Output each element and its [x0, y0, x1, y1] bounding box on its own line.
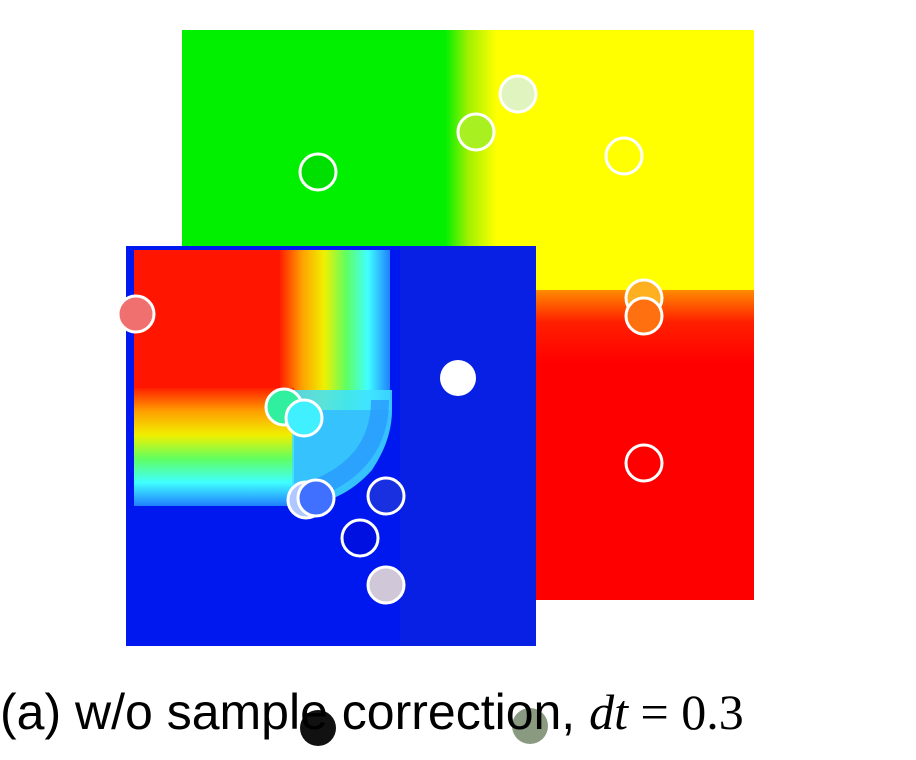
front-square-blue-shade: [400, 246, 536, 646]
marker-dark-blue: [340, 518, 380, 558]
marker-black: [300, 710, 336, 746]
top-square-red: [530, 284, 754, 600]
front-square-red-corner: [134, 250, 284, 390]
markers-layer: [116, 74, 664, 746]
marker-pink: [116, 294, 156, 334]
figure-caption: (a) w/o sample correction, dt = 0.3: [0, 672, 916, 752]
marker-sage: [512, 708, 548, 744]
marker-white: [440, 360, 476, 396]
marker-green: [298, 152, 338, 192]
marker-yellow: [604, 136, 644, 176]
front-square-vertical-band: [280, 250, 390, 410]
front-square: [126, 246, 536, 646]
marker-cyan: [284, 398, 324, 438]
caption-math-variable: dt: [589, 684, 629, 740]
caption-label: (a) w/o sample correction,: [0, 684, 576, 740]
marker-blue: [366, 476, 406, 516]
marker-yellow-green: [456, 112, 496, 152]
caption-math-value: = 0.3: [628, 684, 744, 740]
marker-mid-blue: [296, 478, 336, 518]
marker-lilac: [366, 565, 406, 605]
marker-light-green: [498, 74, 538, 114]
marker-red: [624, 443, 664, 483]
marker-orange: [624, 296, 664, 336]
caption-math: dt = 0.3: [589, 684, 744, 740]
